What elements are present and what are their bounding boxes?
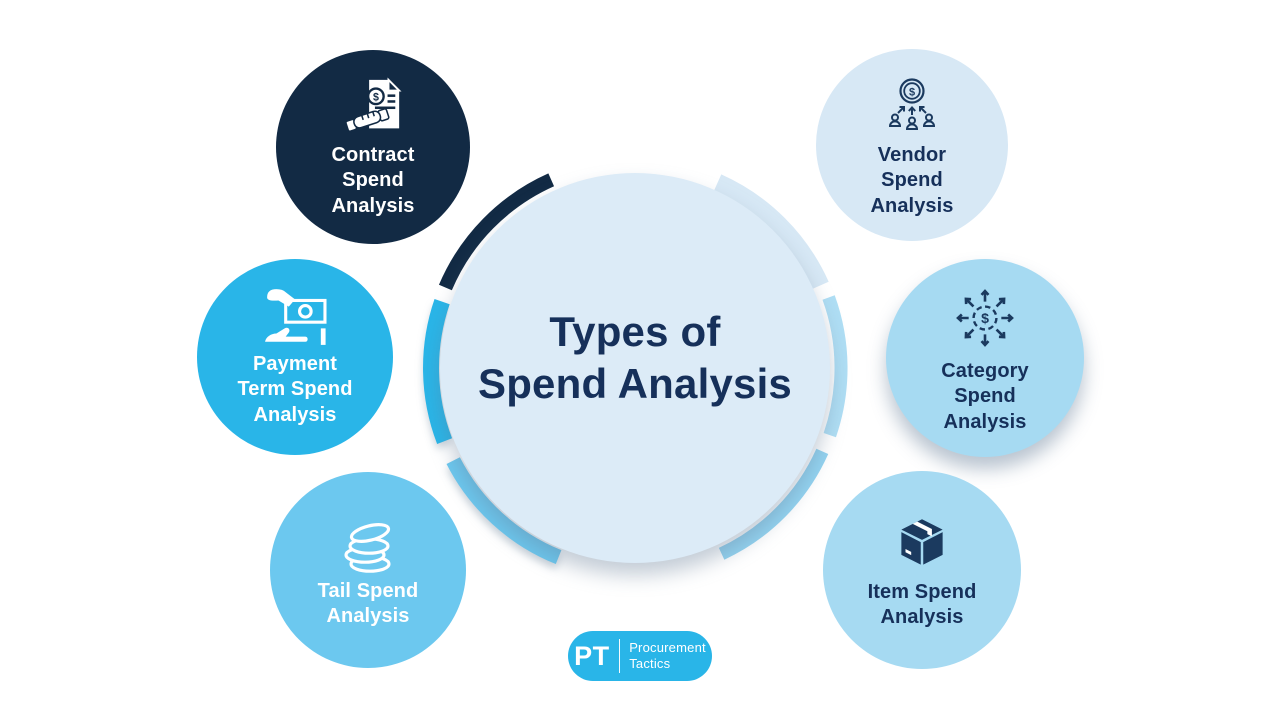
logo-name-line2: Tactics xyxy=(629,656,671,671)
svg-text:$: $ xyxy=(909,86,915,98)
node-item-spend-analysis: Item Spend Analysis xyxy=(823,471,1021,669)
page-title: Types of Spend Analysis xyxy=(477,308,792,408)
node-label: Category Spend Analysis xyxy=(941,359,1029,433)
svg-text:$: $ xyxy=(373,91,379,103)
node-label: Vendor Spend Analysis xyxy=(870,143,954,217)
ring-arc-payment xyxy=(423,299,453,444)
logo-abbr: PT xyxy=(574,640,610,671)
ring-arc-item xyxy=(718,448,829,560)
logo-name: Procurement Tactics xyxy=(629,640,706,671)
node-payment-term-spend-analysis: Payment Term Spend Analysis xyxy=(197,259,393,455)
node-contract-spend-analysis: $ Contract Spend Analysis xyxy=(276,50,470,244)
coin-stack-icon xyxy=(344,522,391,573)
center-ring-graphic xyxy=(423,173,848,565)
center-circle xyxy=(440,173,830,563)
package-box-icon xyxy=(901,518,943,565)
node-label: Tail Spend Analysis xyxy=(317,579,419,627)
svg-text:$: $ xyxy=(981,310,989,326)
logo-divider xyxy=(618,639,621,673)
coin-people-arrows-icon: $ xyxy=(888,78,936,130)
ring-arc-tail xyxy=(446,457,562,565)
logo-name-line1: Procurement xyxy=(629,640,706,656)
contract-document-handshake-icon: $ xyxy=(345,77,402,132)
node-label: Contract Spend Analysis xyxy=(331,143,415,217)
node-vendor-spend-analysis: $ Vendor Spend Analysis xyxy=(816,49,1008,241)
hand-banknote-icon xyxy=(265,289,327,345)
node-label: Item Spend Analysis xyxy=(867,580,977,628)
dollar-arrows-out-icon: $ xyxy=(956,288,1014,347)
node-tail-spend-analysis: Tail Spend Analysis xyxy=(270,472,466,668)
ring-arc-vendor xyxy=(712,174,829,291)
procurement-tactics-logo: PT Procurement Tactics xyxy=(568,631,712,681)
ring-arc-category xyxy=(822,295,848,438)
node-label: Payment Term Spend Analysis xyxy=(237,352,353,426)
ring-arc-contract xyxy=(438,173,555,291)
node-category-spend-analysis: $ Category Spend Analysis xyxy=(886,259,1084,457)
